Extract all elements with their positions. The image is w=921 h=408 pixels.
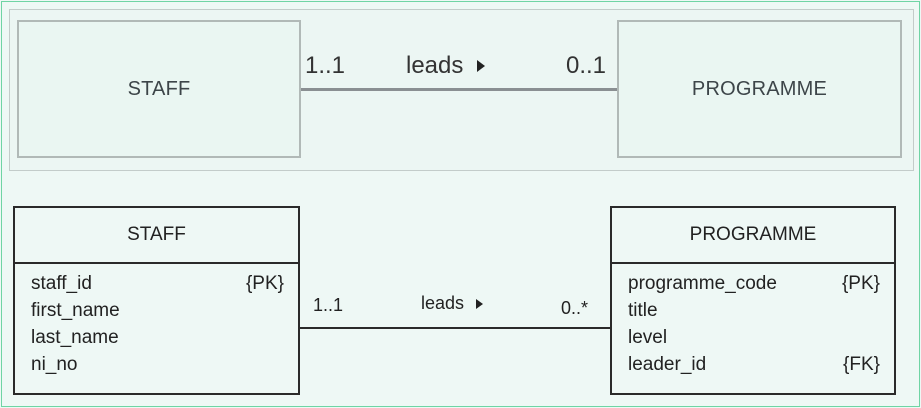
attribute-name: level — [628, 327, 668, 348]
simple-programme-label: PROGRAMME — [691, 77, 828, 100]
uml-association-line — [300, 327, 611, 329]
uml-programme-class: PROGRAMME programme_code {PK} title leve… — [610, 206, 896, 395]
attribute-name: title — [628, 300, 658, 321]
simple-programme-entity: PROGRAMME — [617, 20, 902, 158]
uml-staff-class: STAFF staff_id {PK} first_name last_name… — [13, 206, 300, 395]
attribute-row: programme_code {PK} — [628, 270, 880, 297]
attribute-name: staff_id — [31, 273, 92, 294]
simple-staff-label: STAFF — [127, 77, 191, 100]
uml-staff-attributes: staff_id {PK} first_name last_name ni_no — [15, 264, 298, 378]
simple-association-line — [301, 88, 617, 91]
attribute-row: staff_id {PK} — [31, 270, 284, 297]
uml-association-text: leads — [421, 293, 465, 313]
attribute-row: title — [628, 297, 880, 324]
uml-programme-name: PROGRAMME — [689, 224, 817, 245]
attribute-row: leader_id {FK} — [628, 351, 880, 378]
simple-staff-entity: STAFF — [17, 20, 301, 158]
triangle-right-icon — [476, 298, 484, 309]
attribute-row: ni_no — [31, 351, 284, 378]
attribute-name: first_name — [31, 300, 120, 321]
attribute-row: first_name — [31, 297, 284, 324]
simple-association-text: leads — [406, 52, 464, 79]
uml-left-multiplicity: 1..1 — [313, 295, 344, 315]
simple-association-label: leads — [406, 52, 486, 80]
attribute-name: last_name — [31, 327, 119, 348]
uml-staff-header: STAFF — [15, 208, 298, 264]
uml-programme-header: PROGRAMME — [612, 208, 894, 264]
simple-right-multiplicity: 0..1 — [566, 52, 607, 79]
attribute-key: {PK} — [245, 273, 284, 294]
uml-right-multiplicity: 0..* — [561, 298, 589, 318]
triangle-right-icon — [477, 60, 486, 72]
uml-programme-attributes: programme_code {PK} title level leader_i… — [612, 264, 894, 378]
attribute-name: programme_code — [628, 273, 777, 294]
attribute-row: last_name — [31, 324, 284, 351]
attribute-key: {FK} — [843, 354, 880, 375]
uml-staff-name: STAFF — [127, 224, 186, 245]
attribute-name: leader_id — [628, 354, 707, 375]
simple-left-multiplicity: 1..1 — [305, 52, 346, 79]
attribute-key: {PK} — [841, 273, 880, 294]
attribute-name: ni_no — [31, 354, 78, 375]
uml-association-label: leads — [421, 293, 484, 314]
attribute-row: level — [628, 324, 880, 351]
